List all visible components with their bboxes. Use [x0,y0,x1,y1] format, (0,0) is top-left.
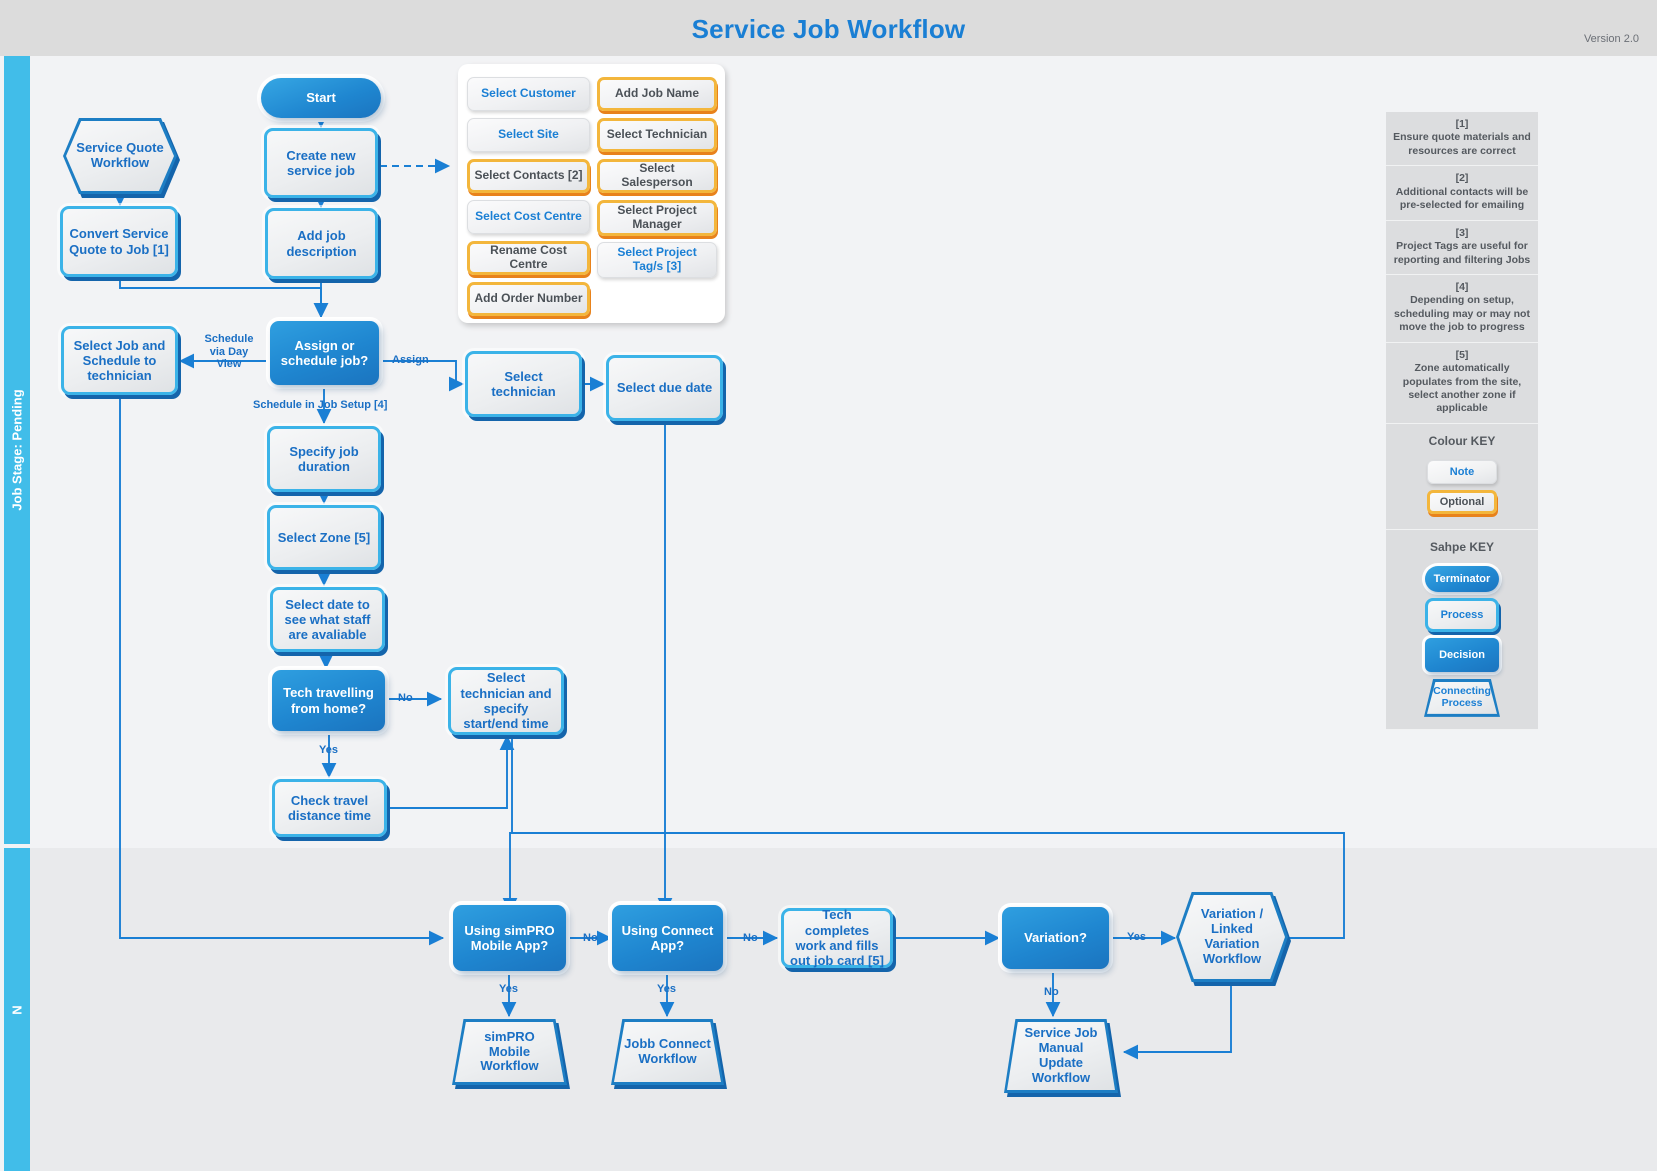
node-label: Variation / Linked Variation Workflow [1200,906,1264,966]
job-details-card: Select Customer Select Site Select Conta… [458,64,725,323]
edge-label-connect-no: No [743,932,758,944]
node-simpro-mobile-workflow[interactable]: simPRO Mobile Workflow [452,1019,567,1085]
hex-fill [66,121,174,191]
node-create-new-service-job[interactable]: Create new service job [264,128,378,198]
node-service-job-manual-update-workflow[interactable]: Service Job Manual Update Workflow [1004,1019,1118,1093]
option-select-site[interactable]: Select Site [467,118,590,152]
hex-fill [1007,1022,1115,1090]
shape-key-connecting-chip: Connecting Process [1424,678,1500,717]
node-variation-linked-workflow[interactable]: Variation / Linked Variation Workflow [1176,892,1288,982]
note-2-ref: [2] [1455,172,1469,185]
node-tech-travelling-from-home[interactable]: Tech travelling from home? [272,670,385,731]
shape-key: Sahpe KEY Terminator Process Decision Co… [1386,529,1538,730]
node-start[interactable]: Start [261,78,381,118]
note-1-ref: [1] [1455,118,1469,130]
edge-label-assign: Assign [392,354,429,366]
node-label: Jobb Connect Workflow [624,1036,711,1066]
edge-label-simpro-yes: Yes [499,983,518,995]
edge-label-connect-yes: Yes [657,983,676,995]
node-using-connect-app[interactable]: Using Connect App? [612,905,723,971]
edge-label-schedule-via-day-view: Schedule via Day View [204,333,254,371]
note-2-text: Additional contacts will be pre-selected… [1395,185,1529,212]
shape-key-terminator-chip: Terminator [1425,565,1499,592]
node-label: Service Job Manual Update Workflow [1024,1025,1098,1085]
node-jobb-connect-workflow[interactable]: Jobb Connect Workflow [611,1019,724,1085]
note-1-text: Ensure quote materials and resources are… [1393,131,1531,157]
note-3: [3] Project Tags are useful for reportin… [1386,220,1538,275]
node-specify-job-duration[interactable]: Specify job duration [267,426,381,492]
colour-key-title: Colour KEY [1428,433,1496,448]
node-variation[interactable]: Variation? [1002,907,1109,969]
note-1: [1] Ensure quote materials and resources… [1386,112,1538,167]
colour-key-note-chip: Note [1427,459,1497,484]
note-5-text: Zone automatically populates from the si… [1402,362,1522,415]
edge-label-simpro-no: No [583,932,598,944]
edge-label-schedule-in-job-setup: Schedule in Job Setup [4] [253,399,388,411]
node-convert-service-quote-to-job[interactable]: Convert Service Quote to Job [1] [60,206,178,277]
option-select-contacts[interactable]: Select Contacts [2] [467,159,590,193]
option-select-customer[interactable]: Select Customer [467,77,590,111]
option-rename-cost-centre[interactable]: Rename Cost Centre [467,241,590,275]
page-header: Service Job Workflow Version 2.0 [0,0,1657,56]
note-2: [2] Additional contacts will be pre-sele… [1386,166,1538,221]
hex-fill [614,1022,721,1082]
option-select-project-manager[interactable]: Select Project Manager [597,200,717,236]
node-using-simpro-mobile-app[interactable]: Using simPRO Mobile App? [453,905,566,971]
note-4-ref: [4] [1455,280,1469,293]
version-label: Version 2.0 [1583,33,1639,45]
stage-rail-pending: Job Stage: Pending [4,56,30,844]
hex-fill [455,1022,564,1082]
shape-key-process-chip: Process [1425,597,1499,632]
note-3-text: Project Tags are useful for reporting an… [1393,240,1531,266]
note-3-ref: [3] [1455,226,1469,239]
page-title: Service Job Workflow [691,14,966,44]
shape-key-decision-chip: Decision [1425,637,1499,672]
option-add-job-name[interactable]: Add Job Name [597,77,717,111]
option-select-project-tags[interactable]: Select Project Tag/s [3] [597,242,717,278]
colour-key: Colour KEY Note Optional [1386,423,1538,530]
node-tech-completes-work[interactable]: Tech completes work and fills out job ca… [781,907,893,968]
note-5: [5] Zone automatically populates from th… [1386,342,1538,424]
shape-key-title: Sahpe KEY [1429,539,1495,554]
stage-rail-pending-label: Job Stage: Pending [9,389,25,511]
hex-fill [1179,895,1285,979]
option-select-salesperson[interactable]: Select Salesperson [597,159,717,193]
stage-pane-progress [30,848,1657,1171]
option-select-technician[interactable]: Select Technician [597,118,717,152]
note-5-ref: [5] [1455,348,1469,361]
edge-label-variation-yes: Yes [1127,931,1146,943]
edge-label-variation-no: No [1044,986,1059,998]
option-select-cost-centre[interactable]: Select Cost Centre [467,200,590,234]
node-select-technician-and-specify-time[interactable]: Select technician and specify start/end … [448,667,564,735]
node-select-date-to-see-staff[interactable]: Select date to see what staff are avalia… [270,587,385,652]
info-panel: [1] Ensure quote materials and resources… [1386,112,1538,730]
stage-rail-progress-label: N [9,1004,25,1015]
hex-fill [1427,681,1497,714]
edge-label-tech-travel-yes: Yes [319,744,338,756]
node-service-quote-workflow[interactable]: Service Quote Workflow [63,118,177,194]
edge-label-tech-travel-no: No [398,692,413,704]
shape-key-connecting-label: Connecting Process [1433,685,1491,709]
colour-key-optional-chip: Optional [1427,489,1497,514]
node-label: Service Quote Workflow [76,140,164,170]
node-assign-or-schedule-job[interactable]: Assign or schedule job? [270,321,379,385]
node-label: simPRO Mobile Workflow [480,1028,539,1074]
node-select-zone[interactable]: Select Zone [5] [267,505,381,570]
stage-rail-progress: N [4,848,30,1171]
note-4: [4] Depending on setup, scheduling may o… [1386,274,1538,343]
node-select-technician[interactable]: Select technician [465,351,582,417]
option-add-order-number[interactable]: Add Order Number [467,282,590,316]
node-select-job-and-schedule-to-technician[interactable]: Select Job and Schedule to technician [61,326,178,395]
node-check-travel-distance-time[interactable]: Check travel distance time [272,779,387,837]
node-add-job-description[interactable]: Add job description [265,208,378,279]
note-4-text: Depending on setup, scheduling may or ma… [1394,294,1530,334]
node-select-due-date[interactable]: Select due date [606,355,723,421]
